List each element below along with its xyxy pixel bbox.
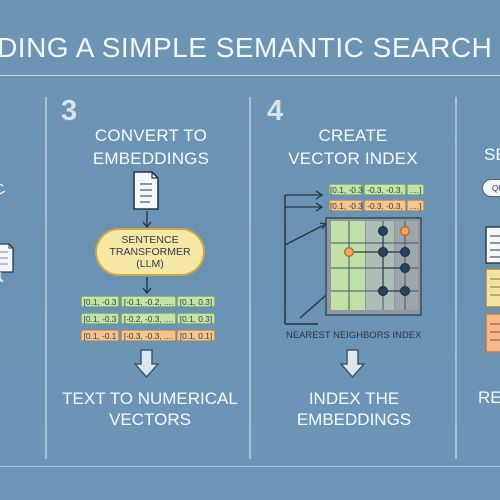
step-3-caption-line-2: EMBEDDINGS	[296, 410, 412, 429]
embedding-vector: [0.1, 0.3]	[177, 313, 215, 324]
document-fold-partial	[8, 244, 13, 249]
step-3-heading-line-1: CREATE	[318, 126, 388, 145]
step-4-caption: RE	[478, 388, 500, 407]
step-3-heading: CREATE VECTOR INDEX	[268, 124, 438, 170]
result-document-icon	[485, 268, 500, 308]
step-3-caption-line-1: INDEX THE	[308, 389, 400, 408]
step-2-document-icon	[133, 171, 159, 210]
sentence-transformer-box: SENTENCE TRANSFORMER (LLM)	[95, 228, 205, 276]
index-vector: -0.3, -0.3,	[364, 200, 406, 211]
embedding-vector: [-0.1, -0.2, ....	[121, 296, 176, 307]
embedding-vector: [0.1, -0.3	[81, 313, 119, 324]
step-2-transformer-arrow-icon	[142, 277, 152, 295]
panel-divider-middle	[249, 97, 251, 459]
result-document-icon	[485, 226, 500, 264]
vector-index-diagram	[284, 190, 422, 325]
index-node	[378, 226, 388, 236]
step-2-heading-line-1: CONVERT TO	[94, 126, 208, 145]
panel-divider-right	[455, 97, 457, 459]
index-vector: ....]	[407, 184, 424, 195]
result-document-icon	[485, 313, 500, 353]
title-divider	[0, 75, 500, 76]
bottom-divider	[0, 466, 500, 467]
arrow-icon-partial	[0, 272, 4, 283]
embedding-vector: [-0.3, -0.3, ....	[121, 330, 176, 341]
step-4-heading: SE	[484, 145, 500, 164]
step-2-arrow-down-icon	[142, 211, 152, 229]
index-node	[378, 247, 388, 257]
embedding-vector: [0.1, -0.3	[81, 296, 119, 307]
transformer-line-3: (LLM)	[136, 258, 164, 270]
step-2-caption-line-2: VECTORS	[109, 410, 191, 429]
index-node	[400, 263, 410, 273]
step-2-caption-line-1: TEXT TO NUMERICAL	[62, 389, 238, 408]
spark-icon-partial	[0, 183, 6, 195]
step-3-output-arrow-icon	[339, 349, 366, 379]
step-4-document-icons	[485, 226, 500, 353]
infographic-title: LDING A SIMPLE SEMANTIC SEARCH ENG	[0, 32, 500, 63]
step-2-heading: CONVERT TO EMBEDDINGS	[64, 124, 238, 170]
step-3-caption: INDEX THE EMBEDDINGS	[279, 388, 429, 430]
step-number-2: 3	[61, 95, 78, 127]
step-number-3: 4	[267, 95, 284, 127]
index-node	[344, 247, 354, 257]
embedding-vector: [-0.2, -0.3, ....	[121, 313, 176, 324]
step-3-heading-line-2: VECTOR INDEX	[288, 149, 418, 168]
transformer-line-1: SENTENCE	[121, 234, 179, 246]
embedding-vector: [0.1, -0.1	[81, 330, 119, 341]
index-node	[378, 286, 388, 296]
left-panel-partial-icons	[0, 183, 14, 283]
index-axis	[284, 195, 318, 325]
step-2-heading-line-2: EMBEDDINGS	[92, 149, 210, 168]
index-vector: [0.1, -0.3	[329, 184, 363, 195]
nearest-neighbors-index-label: NEAREST NEIGHBORS INDEX	[286, 330, 422, 340]
index-node	[400, 286, 410, 296]
query-pill-partial: QU	[482, 179, 500, 197]
embedding-vector: [0.1, 0.1]	[177, 330, 215, 341]
step-2-caption: TEXT TO NUMERICAL VECTORS	[58, 388, 242, 430]
index-vector: -0.3, -0.3,	[364, 184, 406, 195]
transformer-line-2: TRANSFORMER	[109, 246, 191, 258]
embedding-vector: [0.1, 0.3]	[177, 296, 215, 307]
index-node	[400, 226, 410, 236]
index-node	[400, 247, 410, 257]
panel-divider-left	[45, 97, 47, 459]
step-2-output-arrow-icon	[133, 349, 160, 379]
index-vector: [0.1, -0.3	[329, 200, 363, 211]
index-vector: ....]	[407, 200, 424, 211]
